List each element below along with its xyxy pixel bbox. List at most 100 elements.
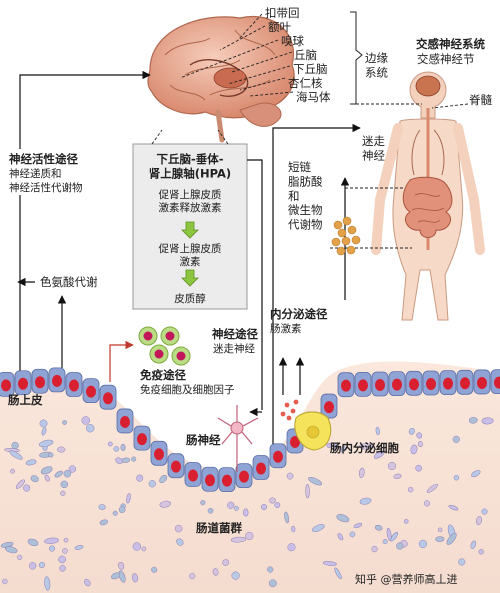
cell-nucleus bbox=[35, 376, 45, 389]
gut-microbiota bbox=[0, 416, 494, 591]
bacterium bbox=[359, 467, 365, 478]
watermark: 知乎 @营养师高丄进 bbox=[355, 572, 458, 586]
scfa-labels: 短链脂肪酸和微生物代谢物 bbox=[288, 160, 323, 232]
bacterium bbox=[386, 528, 392, 541]
endocrine-arrow bbox=[272, 123, 361, 450]
bacterium bbox=[231, 571, 240, 580]
bacterium bbox=[435, 536, 445, 542]
bacterium bbox=[10, 468, 15, 474]
brain-labels: 扣带回 额叶 嗅球 丘脑 下丘脑 杏仁核 海马体 bbox=[265, 6, 331, 104]
bacterium bbox=[415, 464, 422, 472]
label-cingulate: 扣带回 bbox=[265, 6, 300, 20]
cell-nucleus bbox=[239, 470, 249, 483]
bacterium bbox=[39, 419, 48, 428]
bacterium bbox=[403, 518, 409, 524]
cell-nucleus bbox=[409, 378, 419, 391]
label-hypothalamus: 下丘脑 bbox=[293, 62, 328, 76]
label-gut-microbiota: 肠道菌群 bbox=[196, 521, 242, 535]
bacterium bbox=[452, 435, 460, 443]
cell-nucleus bbox=[392, 378, 402, 391]
bacterium bbox=[478, 549, 484, 555]
bacterium bbox=[159, 500, 172, 508]
cell-nucleus bbox=[494, 376, 500, 389]
bacterium bbox=[74, 545, 84, 550]
bacterium bbox=[423, 500, 431, 507]
cell-nucleus bbox=[460, 377, 470, 390]
bacterium bbox=[200, 500, 206, 506]
bacterium bbox=[390, 532, 399, 542]
bacterium bbox=[349, 531, 356, 538]
bacterium bbox=[359, 497, 372, 505]
bacterium bbox=[332, 442, 339, 450]
bacterium bbox=[148, 480, 156, 488]
cell-nucleus bbox=[205, 474, 215, 487]
bacterium bbox=[373, 450, 385, 459]
bacterium bbox=[408, 428, 415, 435]
cell-nucleus bbox=[137, 433, 147, 446]
bacterium bbox=[115, 457, 123, 464]
bacterium bbox=[44, 576, 51, 591]
bacterium bbox=[48, 452, 54, 458]
bacterium bbox=[38, 439, 54, 447]
bacterium bbox=[308, 476, 323, 486]
bacterium bbox=[5, 546, 18, 554]
bacterium bbox=[230, 536, 247, 543]
bacterium bbox=[84, 578, 91, 587]
scfa-molecules bbox=[331, 216, 361, 256]
label-neuroactive-metabolites: 神经活性代谢物 bbox=[9, 181, 83, 194]
label-neuroactive-pathway: 神经活性途径 bbox=[9, 152, 78, 166]
label-amygdala: 杏仁核 bbox=[288, 76, 323, 90]
bacterium bbox=[476, 516, 482, 525]
cell-nucleus bbox=[256, 462, 266, 475]
bacterium bbox=[417, 441, 423, 448]
cell-nucleus bbox=[273, 450, 283, 463]
bacterium bbox=[375, 426, 380, 436]
cell-nucleus bbox=[18, 377, 28, 390]
bacterium bbox=[418, 539, 428, 548]
bacterium bbox=[393, 473, 402, 479]
hpa-arrow-1 bbox=[181, 221, 199, 239]
bacterium bbox=[274, 502, 281, 509]
bacterium bbox=[86, 424, 95, 433]
enteric-neuron bbox=[217, 405, 259, 472]
hpa-step-crh: 促肾上腺皮质激素释放激素 bbox=[159, 188, 222, 214]
bacterium bbox=[334, 567, 342, 580]
bacterium bbox=[382, 538, 388, 545]
bacterium bbox=[41, 427, 47, 436]
bacterium bbox=[212, 568, 219, 576]
bacterium bbox=[40, 466, 53, 475]
bacterium bbox=[25, 459, 37, 466]
bacterium bbox=[426, 483, 438, 493]
bacterium bbox=[458, 558, 466, 566]
human-figure bbox=[371, 71, 485, 321]
bacterium bbox=[410, 444, 418, 455]
label-sympathetic-ganglia: 交感神经节 bbox=[417, 52, 475, 66]
cell-nucleus bbox=[477, 376, 487, 389]
cell-nucleus bbox=[443, 377, 453, 390]
bacterium bbox=[132, 573, 139, 583]
bacterium bbox=[312, 524, 325, 533]
bacterium bbox=[48, 545, 56, 552]
label-frontal-lobe: 额叶 bbox=[268, 20, 291, 34]
label-thalamus: 丘脑 bbox=[294, 48, 317, 62]
label-neurotransmitters: 神经递质和 bbox=[9, 167, 62, 180]
sympathetic-labels: 交感神经系统 交感神经节 脊髓 迷走神经 bbox=[362, 37, 492, 162]
limbic-system-bracket: 边缘系统 bbox=[350, 11, 388, 105]
bacterium bbox=[260, 503, 268, 511]
bacterium bbox=[468, 417, 478, 424]
cell-nucleus bbox=[358, 379, 368, 392]
bacterium bbox=[453, 475, 460, 481]
cell-nucleus bbox=[324, 401, 334, 414]
brain-illustration bbox=[147, 13, 295, 143]
bacterium bbox=[159, 474, 168, 484]
bacterium bbox=[60, 490, 66, 496]
bacterium bbox=[471, 470, 481, 478]
cell-nucleus bbox=[222, 474, 232, 487]
bacterium bbox=[227, 501, 235, 509]
bacterium bbox=[284, 511, 289, 524]
bacterium bbox=[245, 531, 254, 541]
bacterium bbox=[326, 442, 332, 449]
endocrine-pathway-labels: 内分泌途径 肠激素 bbox=[270, 307, 328, 335]
bacterium bbox=[44, 474, 50, 482]
bacterium bbox=[446, 532, 457, 545]
